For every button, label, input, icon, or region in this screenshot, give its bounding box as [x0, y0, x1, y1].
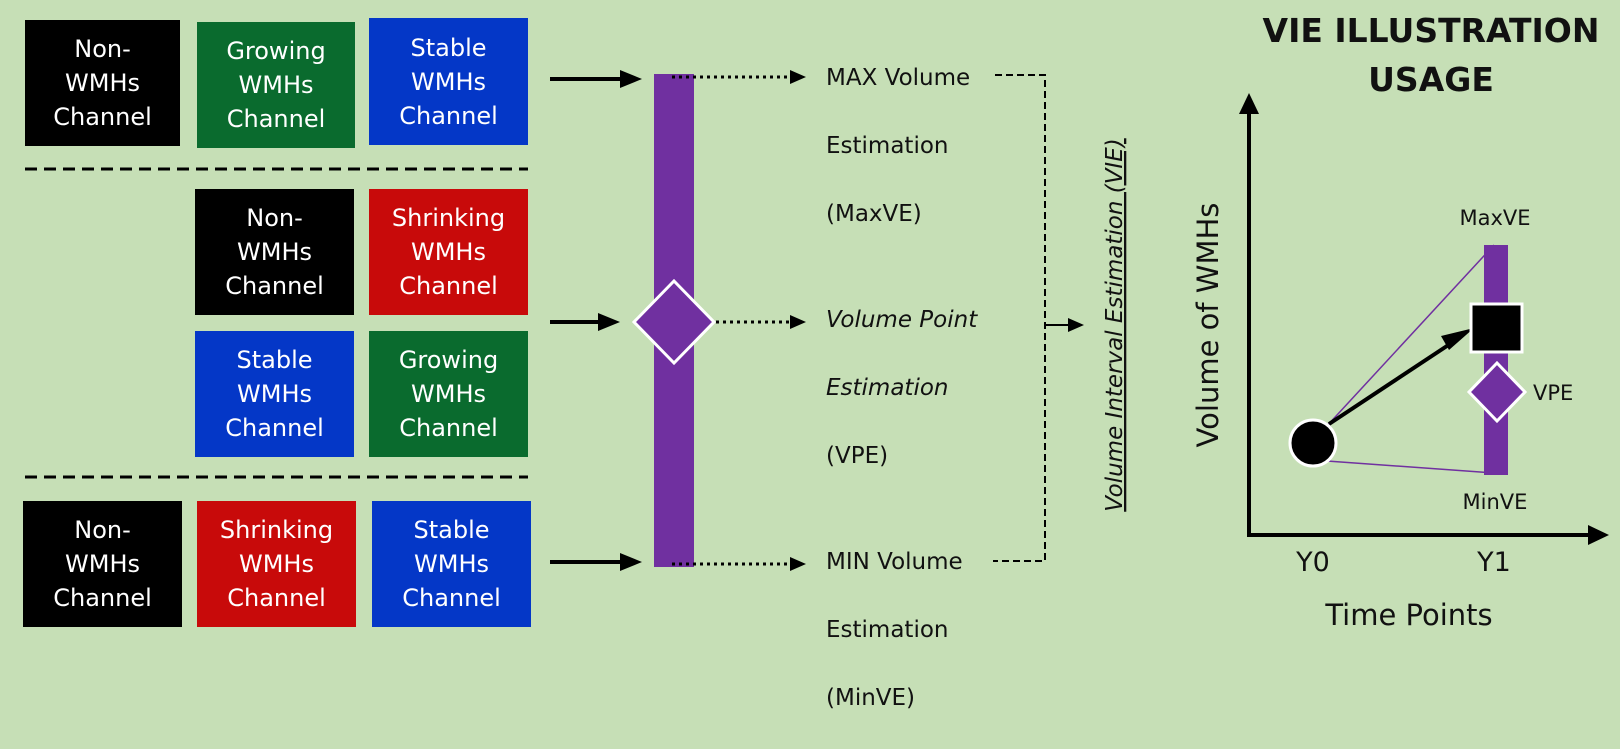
input-arrow-min	[550, 553, 642, 571]
non-wmhs-channel-box-min: Non- WMHs Channel	[23, 501, 182, 627]
illustration-vpe-diamond-icon	[1466, 360, 1528, 424]
channel-label: Stable WMHs Channel	[225, 346, 324, 442]
max-estimation-line2: Estimation	[826, 133, 949, 159]
non-wmhs-channel-box-max: Non- WMHs Channel	[25, 20, 180, 146]
change-arrow-line	[1327, 338, 1458, 426]
vie-label: Volume Interval Estimation (VIE)	[1102, 138, 1128, 511]
stable-wmhs-channel-box-max: Stable WMHs Channel	[369, 18, 528, 145]
shrinking-wmhs-channel-box-vpe: Shrinking WMHs Channel	[369, 189, 528, 315]
y-axis	[1239, 93, 1259, 537]
vpe-estimation-line3: (VPE)	[826, 443, 889, 469]
channel-label: Non- WMHs Channel	[225, 204, 324, 300]
max-estimation-line1: MAX Volume	[826, 65, 971, 91]
channel-label: Stable WMHs Channel	[402, 516, 501, 612]
shrinking-wmhs-channel-box-min: Shrinking WMHs Channel	[197, 501, 356, 627]
output-arrow-vpe	[716, 315, 806, 329]
vpe-label: VPE	[1533, 381, 1573, 405]
vie-bracket	[993, 74, 1084, 562]
x-axis	[1247, 525, 1609, 545]
x-tick-y1: Y1	[1476, 547, 1511, 578]
min-estimation-label: MIN Volume Estimation (MinVE)	[826, 511, 963, 749]
y0-volume-circle-icon	[1288, 418, 1338, 468]
growing-wmhs-channel-box-max: Growing WMHs Channel	[197, 22, 355, 148]
cone-upper-line	[1312, 244, 1495, 442]
channel-label: Shrinking WMHs Channel	[391, 204, 506, 300]
vpe-diamond-icon	[631, 278, 717, 366]
y1-volume-square-icon	[1469, 302, 1524, 354]
maxve-label: MaxVE	[1459, 206, 1530, 230]
input-arrow-vpe	[550, 313, 620, 331]
stable-wmhs-channel-box-min: Stable WMHs Channel	[372, 501, 531, 627]
max-estimation-label: MAX Volume Estimation (MaxVE)	[826, 27, 970, 265]
vpe-estimation-line1: Volume Point	[826, 307, 978, 333]
illustration-title-line1: VIE ILLUSTRATION	[1263, 11, 1600, 50]
x-tick-y0: Y0	[1295, 547, 1330, 578]
vie-diagram: Non- WMHs Channel Growing WMHs Channel S…	[23, 11, 1609, 711]
output-arrow-min	[672, 557, 806, 571]
max-estimation-line3: (MaxVE)	[826, 201, 922, 227]
minve-label: MinVE	[1463, 490, 1528, 514]
channel-label: Growing WMHs Channel	[226, 37, 326, 133]
y-axis-label: Volume of WMHs	[1191, 203, 1225, 448]
min-estimation-line1: MIN Volume	[826, 549, 963, 575]
x-axis-label: Time Points	[1324, 598, 1492, 632]
diagram-graphics: Volume Interval Estimation (VIE) VIE ILL…	[25, 11, 1609, 632]
min-estimation-line3: (MinVE)	[826, 685, 916, 711]
vpe-estimation-label: Volume Point Estimation (VPE)	[826, 269, 977, 507]
channel-label: Growing WMHs Channel	[398, 346, 499, 442]
illustration-interval-bar	[1484, 245, 1508, 475]
growing-wmhs-channel-box-vpe: Growing WMHs Channel	[369, 331, 528, 457]
channel-label: Non- WMHs Channel	[53, 35, 152, 131]
illustration-title-line2: USAGE	[1368, 60, 1494, 99]
vpe-estimation-line2: Estimation	[826, 375, 949, 401]
input-arrow-max	[550, 70, 642, 88]
min-estimation-line2: Estimation	[826, 617, 949, 643]
channel-label: Stable WMHs Channel	[399, 33, 498, 130]
cone-lower-line	[1312, 459, 1495, 474]
output-arrow-max	[672, 70, 806, 84]
channel-label: Non- WMHs Channel	[53, 516, 152, 612]
stable-wmhs-channel-box-vpe: Stable WMHs Channel	[195, 331, 354, 457]
non-wmhs-channel-box-vpe: Non- WMHs Channel	[195, 189, 354, 315]
change-arrow-head-icon	[1441, 328, 1474, 350]
channel-label: Shrinking WMHs Channel	[219, 516, 334, 612]
